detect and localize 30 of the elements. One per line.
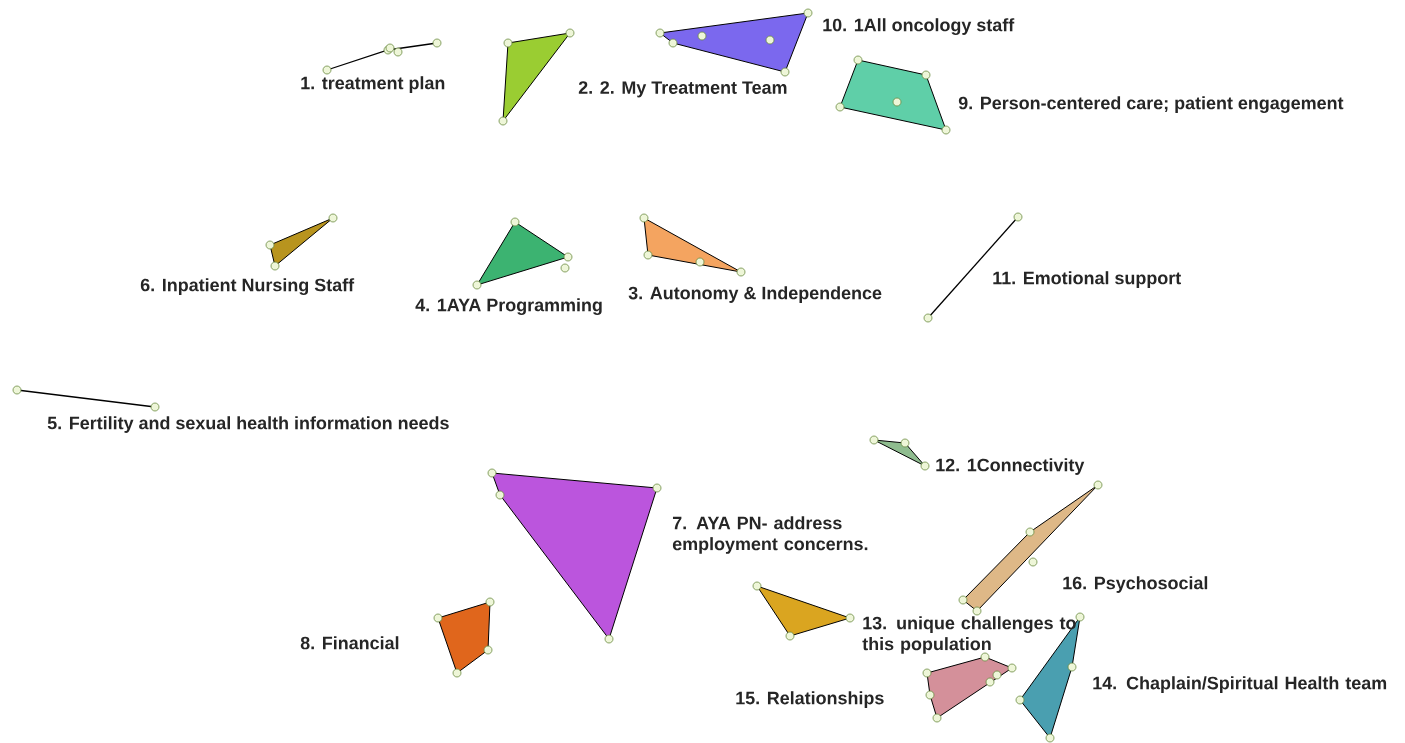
cluster-polygon xyxy=(835,55,951,135)
cluster-polygon xyxy=(923,212,1023,323)
cluster-label: 3. Autonomy & Independence xyxy=(628,286,882,303)
cluster-label: 8. Financial xyxy=(300,636,399,650)
cluster-label: 10. 1All oncology staff xyxy=(823,18,1015,35)
cluster-label: 11. Emotional support xyxy=(993,271,1181,288)
cluster-polygon xyxy=(265,213,338,271)
cluster-label: 2. 2. My Treatment Team xyxy=(578,81,787,98)
cluster-polygon xyxy=(498,28,575,126)
cluster-label: 14. Chaplain/Spiritual Health team xyxy=(1093,676,1387,693)
cluster-label: 16. Psychosocial xyxy=(1063,576,1208,593)
cluster-polygon xyxy=(869,435,930,471)
cluster-polygon xyxy=(472,217,573,290)
cluster-polygon xyxy=(752,581,855,641)
cluster-label: 15. Relationships xyxy=(736,691,884,708)
cluster-polygon xyxy=(12,385,160,412)
cluster-polygon xyxy=(655,8,813,77)
cluster-label: 9. Person-centered care; patient engagement xyxy=(958,96,1344,113)
cluster-polygon xyxy=(322,38,442,75)
cluster-label: 6. Inpatient Nursing Staff xyxy=(140,278,355,295)
cluster-label: 7. AYA PN- address employment concerns. xyxy=(672,516,868,554)
cluster-polygon xyxy=(922,652,1017,723)
cluster-polygon xyxy=(433,597,495,678)
cluster-label: 13. unique challenges to this population xyxy=(862,616,1076,654)
cluster-polygon xyxy=(639,213,746,277)
cluster-label: 4. 1AYA Programming xyxy=(415,298,602,315)
cluster-label: 5. Fertility and sexual health information needs xyxy=(47,416,449,433)
cluster-label: 12. 1Connectivity xyxy=(936,458,1085,475)
cluster-label: 1. treatment plan xyxy=(301,76,445,93)
cluster-polygon xyxy=(487,468,662,644)
